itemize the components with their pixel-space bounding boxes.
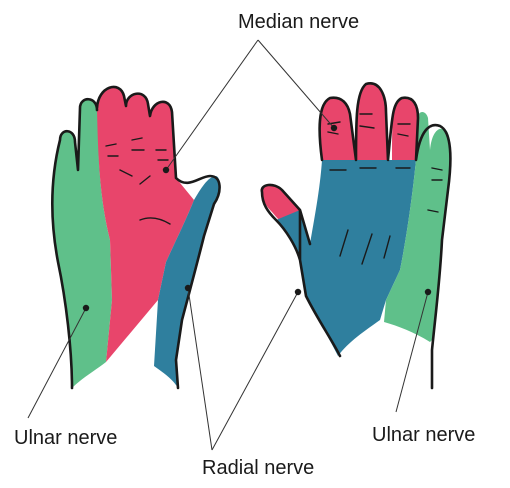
leader-median-left bbox=[166, 40, 258, 170]
leader-median-right bbox=[258, 40, 334, 128]
dot-ulnar-left bbox=[83, 305, 89, 311]
dot-median-right bbox=[331, 125, 337, 131]
ulnar-nerve-label-left: Ulnar nerve bbox=[14, 428, 117, 448]
right-hand bbox=[262, 83, 451, 388]
radial-nerve-label: Radial nerve bbox=[202, 458, 314, 478]
leader-radial-left bbox=[188, 288, 212, 450]
right-hand-radial-region bbox=[276, 160, 416, 356]
ulnar-nerve-label-right: Ulnar nerve bbox=[372, 425, 475, 445]
dot-radial-right bbox=[295, 289, 301, 295]
median-nerve-label: Median nerve bbox=[238, 12, 359, 32]
leader-radial-right bbox=[212, 292, 298, 450]
dot-radial-left bbox=[185, 285, 191, 291]
left-hand bbox=[52, 87, 219, 388]
dot-ulnar-right bbox=[425, 289, 431, 295]
dot-median-left bbox=[163, 167, 169, 173]
